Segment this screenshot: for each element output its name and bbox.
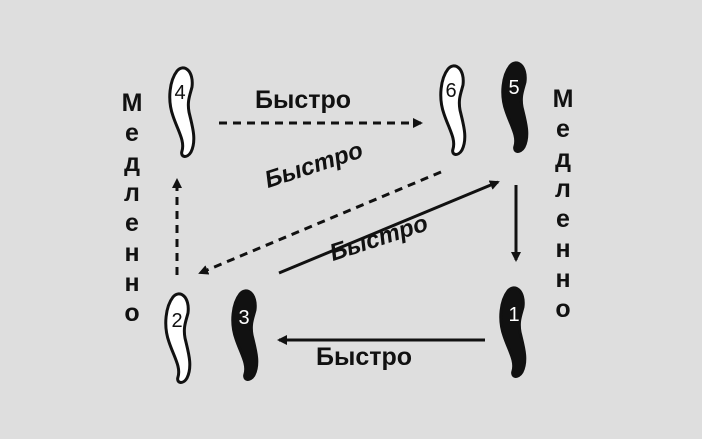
footprint-1-number: 1 [508, 304, 519, 326]
footprint-6: 6 [439, 64, 467, 156]
footprint-5-number: 5 [508, 77, 519, 99]
label-fast-top: Быстро [255, 86, 352, 114]
label-slow-left: Медленно [121, 89, 143, 327]
footprint-2-number: 2 [171, 310, 182, 332]
footprint-5: 5 [501, 61, 529, 153]
footprint-4: 4 [168, 66, 196, 158]
label-fast-bottom: Быстро [316, 343, 413, 371]
footprint-3-number: 3 [238, 307, 249, 329]
arrow-6-to-2 [198, 170, 442, 275]
footprint-3: 3 [231, 289, 259, 381]
footprint-2: 2 [164, 292, 192, 384]
footprint-6-number: 6 [445, 80, 456, 102]
label-slow-right: Медленно [552, 85, 574, 323]
footprint-1: 1 [499, 286, 527, 378]
arrow-3-to-5 [278, 180, 500, 275]
footprint-4-number: 4 [174, 82, 185, 104]
